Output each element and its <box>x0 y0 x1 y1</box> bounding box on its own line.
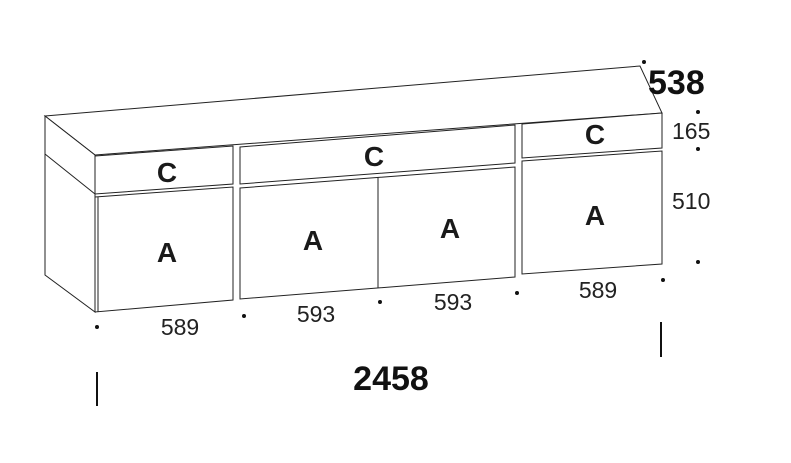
left-drawer-label: C <box>157 157 177 188</box>
left-door-front <box>94 186 234 313</box>
drawer-height-dimension: 165 <box>672 118 710 144</box>
side-divider-line <box>44 153 96 195</box>
left-drawer-front <box>94 145 234 195</box>
left-door-label: A <box>157 237 177 268</box>
middle-right-door-label: A <box>440 213 460 244</box>
right-drawer-front <box>521 112 663 159</box>
dimension-dot <box>696 260 700 264</box>
dimension-dot <box>378 300 382 304</box>
depth-dimension: 538 <box>648 64 705 102</box>
middle-drawer-label: C <box>364 141 384 172</box>
dimension-dot <box>242 314 246 318</box>
middle-drawer-front <box>239 124 516 185</box>
right-door-front <box>521 150 663 275</box>
dimension-dot <box>515 291 519 295</box>
right-drawer-label: C <box>585 119 605 150</box>
width-middle-left-dimension: 593 <box>297 301 335 327</box>
dimension-dot <box>696 147 700 151</box>
dimension-dot <box>661 278 665 282</box>
width-left-dimension: 589 <box>161 314 199 340</box>
middle-left-door-label: A <box>303 225 323 256</box>
width-right-dimension: 589 <box>579 277 617 303</box>
width-middle-right-dimension: 593 <box>434 289 472 315</box>
door-height-dimension: 510 <box>672 188 710 214</box>
total-width-dimension: 2458 <box>353 360 429 398</box>
dimension-dot <box>696 110 700 114</box>
dimension-dot <box>642 60 646 64</box>
dimension-dot <box>95 325 99 329</box>
right-door-label: A <box>585 200 605 231</box>
dimension-markers <box>95 60 700 329</box>
